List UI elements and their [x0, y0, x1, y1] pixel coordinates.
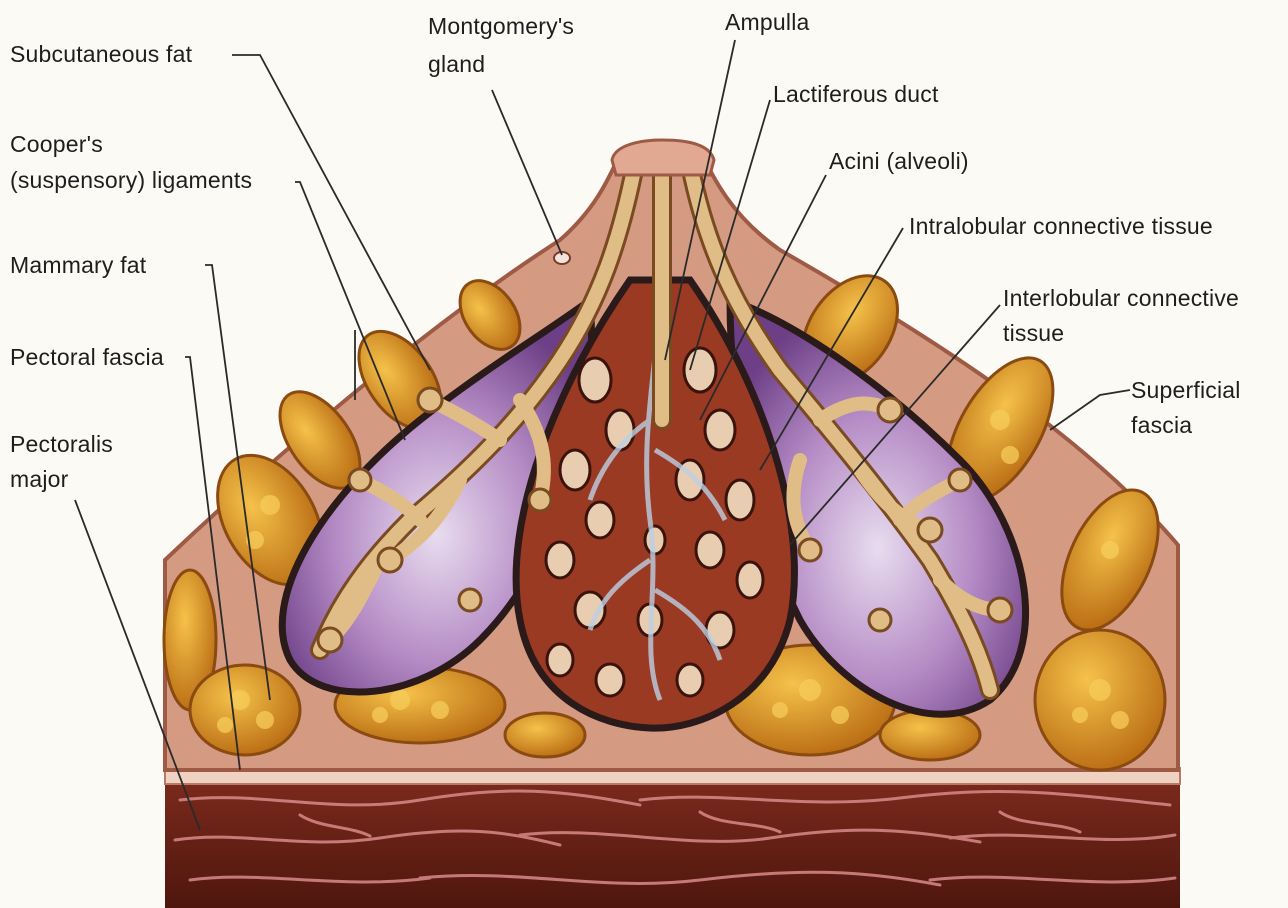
label-montgomery-line1: Montgomery's: [428, 12, 574, 41]
pectoralis-major-muscle: [165, 780, 1180, 908]
nipple: [612, 140, 714, 175]
label-coopers-line2: (suspensory) ligaments: [10, 166, 252, 195]
label-pectoralis-line1: Pectoralis: [10, 430, 113, 459]
label-pectoralis-line2: major: [10, 465, 69, 494]
label-montgomery-line2: gland: [428, 50, 485, 79]
label-superficial-line1: Superficial: [1131, 376, 1241, 405]
label-interlobular-line1: Interlobular connective: [1003, 284, 1239, 313]
label-acini: Acini (alveoli): [829, 147, 969, 176]
label-mammary-fat: Mammary fat: [10, 251, 146, 280]
label-pectoral-fascia: Pectoral fascia: [10, 343, 164, 372]
label-coopers-line1: Cooper's: [10, 130, 103, 159]
label-interlobular-line2: tissue: [1003, 319, 1064, 348]
label-lactiferous-duct: Lactiferous duct: [773, 80, 939, 109]
label-ampulla: Ampulla: [725, 8, 810, 37]
label-subcutaneous-fat: Subcutaneous fat: [10, 40, 192, 69]
label-superficial-line2: fascia: [1131, 411, 1192, 440]
label-intralobular: Intralobular connective tissue: [909, 212, 1213, 241]
